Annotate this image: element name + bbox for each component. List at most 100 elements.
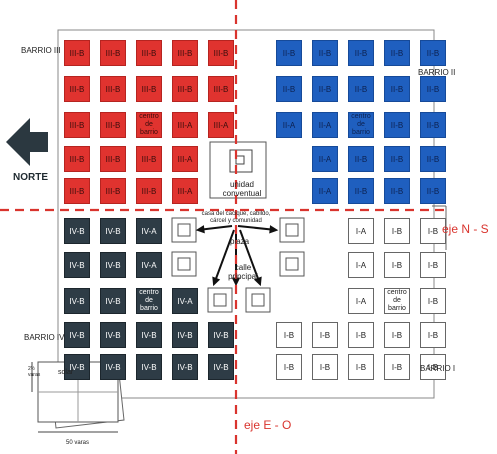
dim-side-label: 2½ varas [28,366,41,378]
plaza-marker-inner-2 [213,293,227,307]
block-barrio-iv-r0-c1: IV-B [100,218,126,244]
block-barrio-i-r0-c3: I-B [384,218,410,244]
dim-bottom-label: 50 varas [66,440,90,446]
block-barrio-iii-r1-c0: III-B [64,76,90,102]
block-barrio-iii-r0-c2: III-B [136,40,162,66]
block-barrio-ii-r4-c1: II-A [312,178,338,204]
plaza-marker-3 [245,287,271,313]
block-barrio-i-r4-c1: I-B [312,354,338,380]
plaza-marker-5 [279,251,305,277]
solar-label: solar [58,369,74,376]
block-barrio-i-r2-c2: I-A [348,288,374,314]
block-barrio-iii-r1-c3: III-B [172,76,198,102]
convent-inner-outline [229,149,253,173]
plaza-arrowhead-0 [195,225,205,234]
block-barrio-ii-r4-c4: II-B [420,178,446,204]
plaza-arrowhead-1 [269,225,279,234]
plaza-arrowhead-2 [212,276,221,287]
block-barrio-ii-r2-c3: II-B [384,112,410,138]
block-barrio-iv-r2-c3: IV-A [172,288,198,314]
eje-n-s-label: eje N - S [442,222,489,236]
casa-cacique-label: casa del cacique, cabildo, cárcel y comu… [201,211,271,224]
block-barrio-iv-r4-c1: IV-B [100,354,126,380]
plaza-marker-inner-3 [251,293,265,307]
block-barrio-iii-r3-c3: III-A [172,146,198,172]
block-barrio-iv-r1-c2: IV-A [136,252,162,278]
block-barrio-iii-r3-c1: III-B [100,146,126,172]
block-barrio-ii-r3-c4: II-B [420,146,446,172]
block-barrio-iii-r1-c4: III-B [208,76,234,102]
plaza-marker-4 [279,217,305,243]
block-barrio-iv-r3-c4: IV-B [208,322,234,348]
block-barrio-iii-r2-c3: III-A [172,112,198,138]
block-barrio-ii-r3-c2: II-B [348,146,374,172]
block-barrio-iii-r1-c2: III-B [136,76,162,102]
plaza-markers [171,217,305,313]
block-barrio-i-r3-c3: I-B [384,322,410,348]
block-barrio-iv-r0-c0: IV-B [64,218,90,244]
plaza-label: plaza [230,237,250,246]
block-barrio-i-r2-c4: I-B [420,288,446,314]
block-barrio-ii-r2-c2: centro de barrio [348,112,374,138]
block-barrio-i-r3-c4: I-B [420,322,446,348]
convent-center-mark [235,155,245,165]
block-barrio-iii-r2-c1: III-B [100,112,126,138]
barrio-i-label: BARRIO I [420,364,456,373]
block-barrio-iii-r4-c2: III-B [136,178,162,204]
plaza-marker-inner-5 [285,257,299,271]
barrio-iii-label: BARRIO III [21,46,61,55]
block-barrio-ii-r1-c4: II-B [420,76,446,102]
block-barrio-iii-r2-c4: III-A [208,112,234,138]
block-barrio-i-r4-c3: I-B [384,354,410,380]
norte-label: NORTE [13,172,48,183]
block-barrio-iii-r3-c0: III-B [64,146,90,172]
block-barrio-ii-r1-c1: II-B [312,76,338,102]
block-barrio-iii-r1-c1: III-B [100,76,126,102]
block-barrio-iii-r0-c4: III-B [208,40,234,66]
block-barrio-iii-r2-c2: centro de barrio [136,112,162,138]
block-barrio-ii-r1-c2: II-B [348,76,374,102]
block-barrio-i-r3-c0: I-B [276,322,302,348]
block-barrio-i-r3-c2: I-B [348,322,374,348]
block-barrio-i-r3-c1: I-B [312,322,338,348]
settlement-boundary [57,29,435,399]
block-barrio-iii-r4-c3: III-A [172,178,198,204]
block-barrio-ii-r4-c3: II-B [384,178,410,204]
block-barrio-i-r4-c4: I-B [420,354,446,380]
block-barrio-iii-r0-c3: III-B [172,40,198,66]
plaza-marker-inner-4 [285,223,299,237]
block-barrio-iv-r3-c3: IV-B [172,322,198,348]
block-barrio-iv-r2-c2: centro de barrio [136,288,162,314]
plaza-arrows [195,225,279,287]
plaza-marker-inner-1 [177,257,191,271]
block-barrio-iv-r3-c1: IV-B [100,322,126,348]
block-barrio-iv-r2-c0: IV-B [64,288,90,314]
block-barrio-ii-r0-c4: II-B [420,40,446,66]
block-barrio-iii-r4-c0: III-B [64,178,90,204]
plaza-marker-1 [171,251,197,277]
plaza-marker-inner-0 [177,223,191,237]
plaza-arrow-4 [239,229,261,285]
block-barrio-iv-r2-c1: IV-B [100,288,126,314]
block-barrio-ii-r2-c4: II-B [420,112,446,138]
block-barrio-ii-r1-c0: II-B [276,76,302,102]
block-barrio-iv-r4-c3: IV-B [172,354,198,380]
block-barrio-ii-r1-c3: II-B [384,76,410,102]
block-barrio-ii-r3-c1: II-A [312,146,338,172]
barrio-iv-label: BARRIO IV [24,333,65,342]
block-barrio-i-r1-c2: I-A [348,252,374,278]
block-barrio-iv-r3-c0: IV-B [64,322,90,348]
north-arrow-icon [6,118,48,166]
plaza-marker-2 [207,287,233,313]
block-barrio-i-r4-c2: I-B [348,354,374,380]
block-barrio-ii-r4-c2: II-B [348,178,374,204]
block-barrio-iii-r0-c0: III-B [64,40,90,66]
block-barrio-ii-r2-c0: II-A [276,112,302,138]
block-barrio-ii-r0-c0: II-B [276,40,302,66]
block-barrio-iv-r1-c1: IV-B [100,252,126,278]
block-barrio-i-r1-c3: I-B [384,252,410,278]
block-barrio-iv-r0-c2: IV-A [136,218,162,244]
block-barrio-i-r0-c2: I-A [348,218,374,244]
block-barrio-i-r2-c3: centro de barrio [384,288,410,314]
